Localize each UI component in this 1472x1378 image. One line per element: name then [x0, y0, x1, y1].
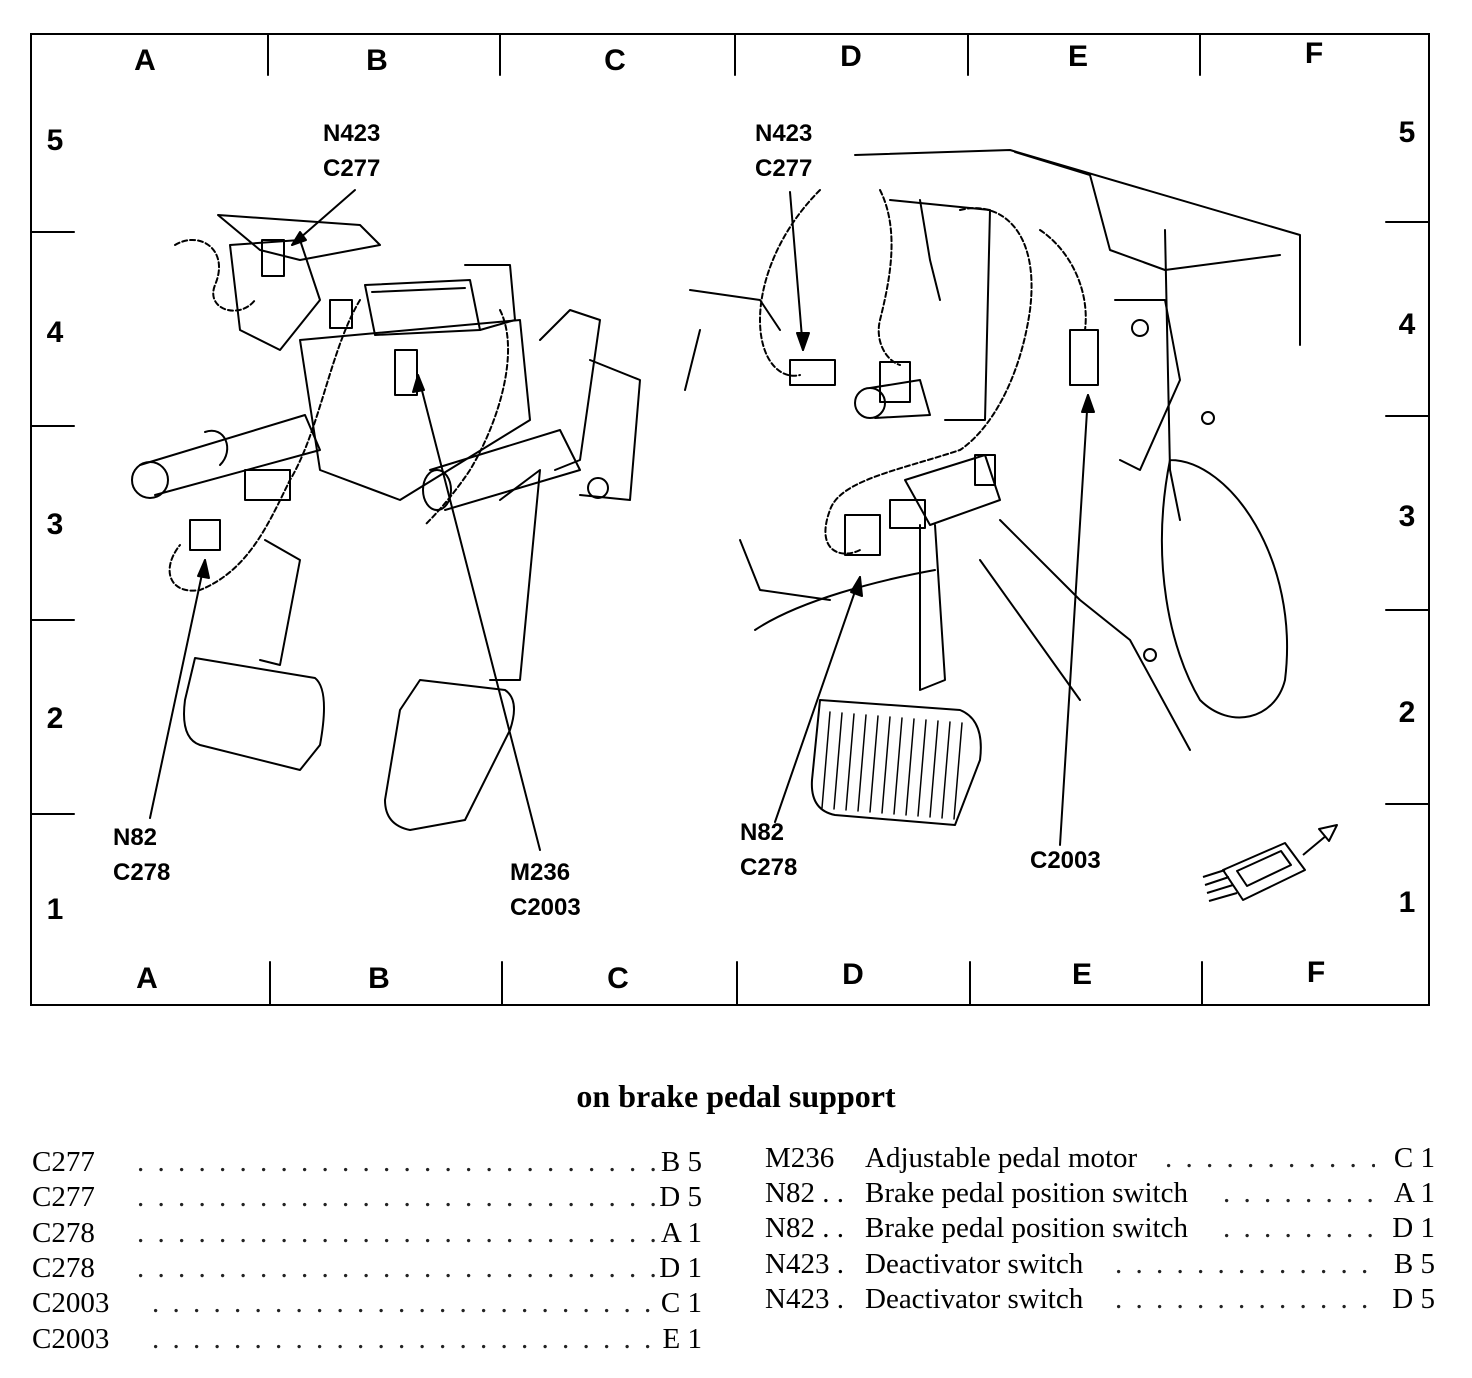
grid-col-label: C: [607, 962, 629, 995]
index-code: N423 .: [765, 1248, 844, 1280]
grid-col-label: F: [1304, 37, 1324, 70]
index-location: A 1: [660, 1217, 702, 1249]
index-code: C2003: [32, 1287, 110, 1319]
index-code: C2003: [32, 1323, 110, 1355]
index-code: N82 . .: [765, 1212, 844, 1244]
index-location: A 1: [1393, 1177, 1435, 1209]
callout-line: N82: [113, 824, 158, 851]
index-location: D 5: [659, 1181, 702, 1213]
callout-n82-c278-left: N82 C278: [113, 820, 170, 890]
index-row: C278 . . . . . . . . . . . . . . . . . .…: [32, 1215, 702, 1251]
index-code: C277: [32, 1146, 95, 1178]
grid-col-label: A: [136, 962, 158, 995]
index-code: N82 . .: [765, 1177, 844, 1209]
grid-col-label: D: [840, 40, 862, 73]
grid-row-label: 5: [46, 124, 64, 157]
diagram-frame: [30, 33, 1430, 1006]
index-code: C277: [32, 1181, 95, 1213]
index-row: N423 . Deactivator switch . . . . . . . …: [765, 1281, 1435, 1317]
grid-col-label: F: [1306, 956, 1326, 989]
index-row: M236 Adjustable pedal motor . . . . . . …: [765, 1140, 1435, 1176]
pedal-assembly-illustration: [31, 34, 1429, 1005]
index-code: M236: [765, 1142, 835, 1174]
leader-dots: . . . . . . . . . . . . . . . . . . . . …: [152, 1323, 667, 1355]
index-row: N423 . Deactivator switch . . . . . . . …: [765, 1246, 1435, 1282]
grid-col-label: A: [134, 44, 156, 77]
index-code: C278: [32, 1252, 95, 1284]
leader-dots: . . . . . . . . . . . . . . . . . . . . …: [1115, 1248, 1373, 1280]
callout-line: N423: [755, 120, 813, 147]
callout-line: M236: [510, 859, 571, 886]
grid-col-label: E: [1071, 958, 1092, 991]
callout-line: C2003: [510, 894, 581, 921]
index-description: Adjustable pedal motor: [865, 1142, 1138, 1174]
callout-c2003-right: C2003: [1030, 843, 1101, 878]
callout-n82-c278-right: N82 C278: [740, 815, 797, 885]
leader-dots: . . . . . . . . . . . . . . . . . . . . …: [1115, 1283, 1373, 1315]
index-location: E 1: [662, 1323, 702, 1355]
index-row: N82 . . Brake pedal position switch . . …: [765, 1175, 1435, 1211]
leader-dots: . . . . . . . . . . . . . . . . . . . . …: [137, 1146, 667, 1178]
index-row: C277 . . . . . . . . . . . . . . . . . .…: [32, 1144, 702, 1180]
diagram-caption: on brake pedal support: [576, 1078, 896, 1114]
index-description: Brake pedal position switch: [865, 1212, 1188, 1244]
callout-line: C277: [755, 155, 813, 182]
grid-row-label: 3: [46, 508, 64, 541]
index-location: D 1: [1392, 1212, 1435, 1244]
leader-dots: . . . . . . . . . . . . . . . . . . . . …: [137, 1217, 667, 1249]
index-row: C2003 . . . . . . . . . . . . . . . . . …: [32, 1285, 702, 1321]
grid-col-label: C: [604, 44, 626, 77]
callout-line: N423: [323, 120, 381, 147]
callout-line: N82: [740, 819, 785, 846]
index-description: Deactivator switch: [865, 1283, 1084, 1315]
index-location: D 1: [659, 1252, 702, 1284]
grid-col-label: D: [842, 958, 864, 991]
callout-line: C278: [740, 854, 798, 881]
grid-row-label: 2: [46, 702, 64, 735]
callout-line: C2003: [1030, 847, 1101, 874]
index-location: C 1: [1393, 1142, 1435, 1174]
callout-n423-c277-right: N423 C277: [755, 116, 812, 186]
index-code: N423 .: [765, 1283, 844, 1315]
grid-row-label: 1: [46, 893, 64, 926]
grid-row-label: 2: [1398, 696, 1416, 729]
leader-dots: . . . . . . . . . . . . . . . . . . . . …: [1165, 1142, 1375, 1174]
index-location: B 5: [660, 1146, 702, 1178]
callout-m236-c2003-left: M236 C2003: [510, 855, 581, 925]
callout-line: C278: [113, 859, 171, 886]
grid-col-label: B: [368, 962, 390, 995]
vehicle-front-direction-icon: [1202, 824, 1338, 902]
leader-dots: . . . . . . . . . . . . . . .: [1223, 1177, 1373, 1209]
grid-row-label: 3: [1398, 500, 1416, 533]
grid-col-label: E: [1067, 40, 1088, 73]
index-location: B 5: [1393, 1248, 1435, 1280]
index-description: Deactivator switch: [865, 1248, 1084, 1280]
grid-row-label: 1: [1398, 886, 1416, 919]
callout-line: C277: [323, 155, 381, 182]
index-location: C 1: [660, 1287, 702, 1319]
leader-dots: . . . . . . . . . . . . . . . . . . . . …: [137, 1181, 667, 1213]
leader-dots: . . . . . . . . . . . . . . . . . . . . …: [137, 1252, 667, 1284]
index-row: C277 . . . . . . . . . . . . . . . . . .…: [32, 1179, 702, 1215]
leader-dots: . . . . . . . . . . . . . . . . . . . . …: [152, 1287, 667, 1319]
index-row: C2003 . . . . . . . . . . . . . . . . . …: [32, 1321, 702, 1357]
index-description: Brake pedal position switch: [865, 1177, 1188, 1209]
index-row: C278 . . . . . . . . . . . . . . . . . .…: [32, 1250, 702, 1286]
index-row: N82 . . Brake pedal position switch . . …: [765, 1210, 1435, 1246]
grid-row-label: 5: [1398, 116, 1416, 149]
grid-row-label: 4: [1398, 308, 1416, 341]
grid-row-label: 4: [46, 316, 64, 349]
index-location: D 5: [1392, 1283, 1435, 1315]
leader-dots: . . . . . . . . . . . . . . .: [1223, 1212, 1373, 1244]
grid-col-label: B: [366, 44, 388, 77]
index-code: C278: [32, 1217, 95, 1249]
callout-n423-c277-left: N423 C277: [323, 116, 380, 186]
